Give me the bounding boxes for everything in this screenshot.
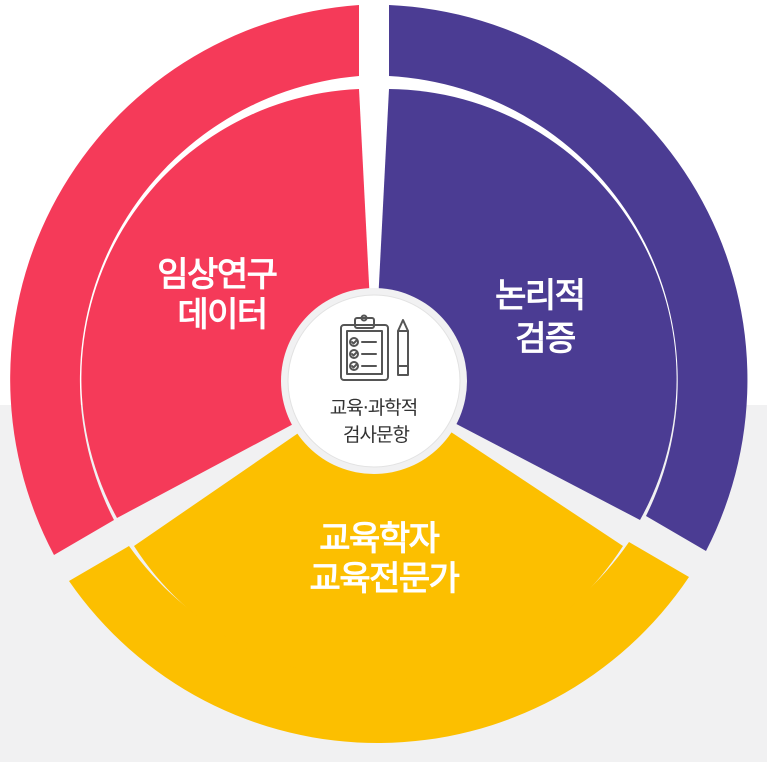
wedge-experts bbox=[134, 381, 623, 681]
clipboard-checklist-icon bbox=[340, 314, 409, 381]
outer-ring-clinical bbox=[10, 5, 360, 555]
label-logic: 논리적 검증 bbox=[495, 276, 595, 359]
center-label: 교육·과학적 검사문항 bbox=[330, 397, 423, 446]
label-clinical: 임상연구 데이터 bbox=[157, 255, 286, 335]
outer-ring-experts bbox=[69, 542, 689, 744]
outer-ring-logic bbox=[389, 5, 748, 551]
label-experts: 교육학자 교육전문가 bbox=[310, 519, 460, 599]
